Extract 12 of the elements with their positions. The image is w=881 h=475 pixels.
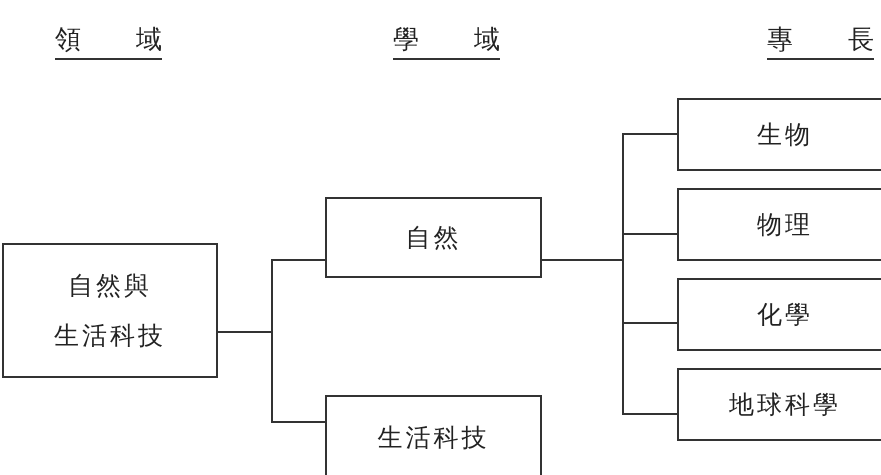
column-heading: 專長 [767,25,874,60]
connector-line [218,331,325,423]
text-box: 生物 [677,98,881,171]
text-box: 物理 [677,188,881,261]
text-box: 自然與生活科技 [2,243,218,378]
text-box: 地球科學 [677,368,881,441]
text-box: 生活科技 [325,395,542,475]
connector-line [542,259,677,415]
column-heading: 領域 [55,25,162,60]
text-box: 化學 [677,278,881,351]
text-box: 自然 [325,197,542,278]
column-heading: 學域 [393,25,500,60]
